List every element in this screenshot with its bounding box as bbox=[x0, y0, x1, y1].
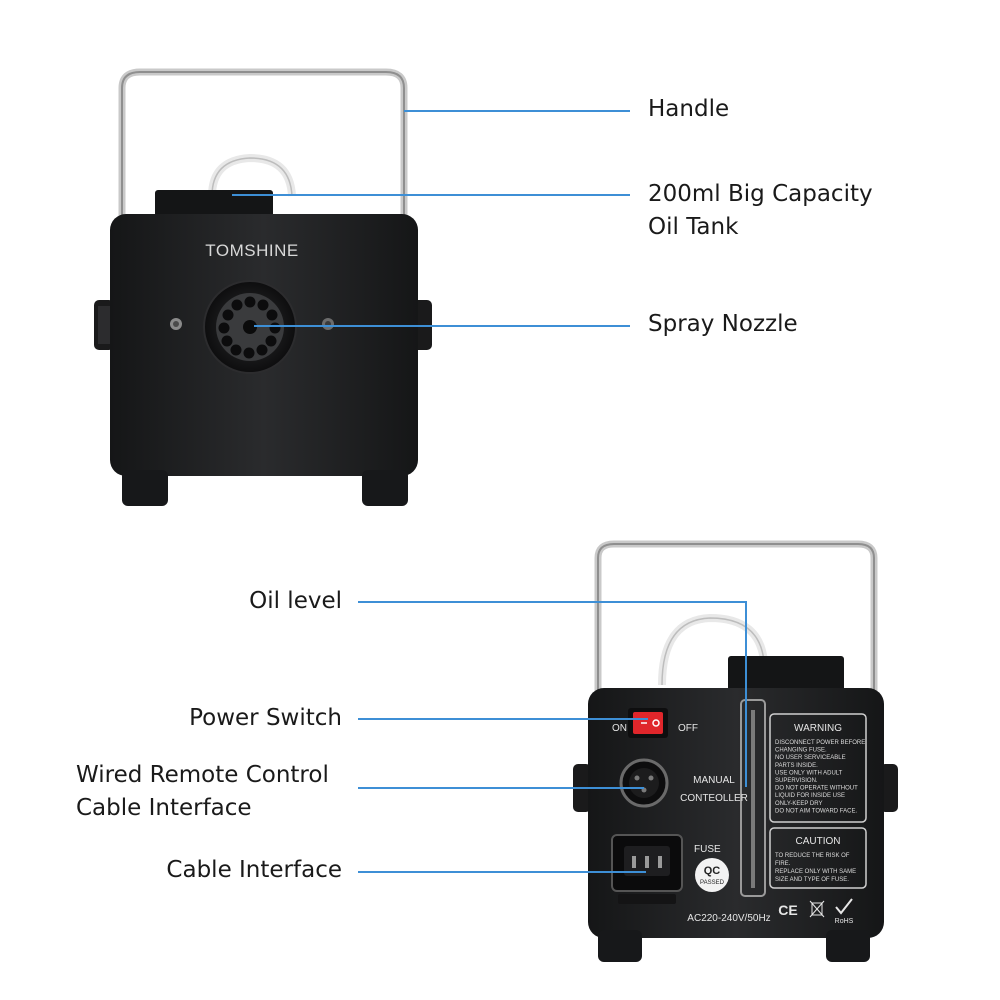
warning-text-line: NO USER SERVICEABLE bbox=[775, 755, 846, 761]
svg-text:RoHS: RoHS bbox=[835, 918, 854, 925]
brand-logo: TOMSHINE bbox=[205, 241, 298, 260]
power-inlet bbox=[611, 834, 683, 904]
caution-label: CAUTION TO REDUCE THE RISK OF FIRE. REPLAC… bbox=[769, 827, 867, 889]
callout-remote-line1: Wired Remote Control bbox=[76, 762, 329, 788]
front-handle bbox=[118, 68, 408, 220]
caution-text-line: REPLACE ONLY WITH SAME bbox=[775, 869, 856, 875]
warning-text-line: DO NOT OPERATE WITHOUT bbox=[775, 786, 858, 792]
warning-text-line: DISCONNECT POWER BEFORE bbox=[775, 740, 865, 746]
caution-text-line: FIRE. bbox=[775, 861, 791, 867]
callout-oil-tank-line2: Oil Tank bbox=[648, 214, 739, 240]
caution-text-line: SIZE AND TYPE OF FUSE. bbox=[775, 877, 849, 883]
svg-text:WARNING: WARNING bbox=[794, 723, 842, 734]
svg-text:AC220-240V/50Hz: AC220-240V/50Hz bbox=[687, 913, 770, 924]
warning-text-line: ONLY-KEEP DRY bbox=[775, 801, 822, 807]
weee-icon bbox=[809, 900, 825, 918]
callout-spray-nozzle: Spray Nozzle bbox=[648, 311, 798, 337]
warning-text-line: CHANGING FUSE. bbox=[775, 748, 827, 754]
back-right-knob bbox=[880, 764, 898, 812]
warning-label: WARNING DISCONNECT POWER BEFORE CHANGING … bbox=[769, 713, 867, 823]
front-oil-tank-cap bbox=[155, 190, 273, 218]
oil-level-window bbox=[740, 699, 766, 897]
back-handle bbox=[594, 540, 878, 700]
warning-text-line: SUPERVISION. bbox=[775, 778, 818, 784]
oil-tank-leader bbox=[232, 194, 630, 196]
svg-text:OFF: OFF bbox=[678, 723, 698, 734]
oil-level-leader-v bbox=[745, 601, 747, 787]
svg-text:MANUAL: MANUAL bbox=[693, 775, 735, 786]
warning-text-line: LIQUID FOR INSIDE USE bbox=[775, 793, 845, 799]
back-right-foot bbox=[826, 930, 870, 962]
warning-text-line: DO NOT AIM TOWARD FACE. bbox=[775, 808, 857, 814]
power-switch bbox=[628, 708, 668, 738]
remote-cable-socket bbox=[619, 758, 669, 808]
back-left-foot bbox=[598, 930, 642, 962]
callout-power-switch: Power Switch bbox=[189, 705, 342, 731]
callout-oil-tank-line1: 200ml Big Capacity bbox=[648, 181, 873, 207]
remote-leader bbox=[358, 787, 644, 789]
callout-oil-level: Oil level bbox=[249, 588, 342, 614]
callout-cable-interface: Cable Interface bbox=[166, 857, 342, 883]
back-oil-tank-cap bbox=[728, 656, 844, 694]
handle-leader bbox=[404, 110, 630, 112]
qc-passed-sticker bbox=[695, 858, 729, 892]
callout-handle: Handle bbox=[648, 96, 730, 122]
warning-text-line: PARTS INSIDE. bbox=[775, 763, 818, 769]
caution-text-line: TO REDUCE THE RISK OF bbox=[775, 853, 850, 859]
power-switch-leader bbox=[358, 718, 648, 720]
svg-text:CAUTION: CAUTION bbox=[796, 836, 841, 847]
cable-interface-leader bbox=[358, 871, 646, 873]
rohs-check-icon bbox=[835, 898, 853, 915]
ce-mark: CE bbox=[778, 902, 797, 918]
callout-remote-line2: Cable Interface bbox=[76, 795, 252, 821]
spray-nozzle-leader bbox=[254, 325, 630, 327]
svg-text:FUSE: FUSE bbox=[694, 844, 721, 855]
svg-text:ON: ON bbox=[612, 723, 627, 734]
svg-text:PASSED: PASSED bbox=[700, 880, 725, 886]
warning-text-line: USE ONLY WITH ADULT bbox=[775, 770, 843, 776]
spray-nozzle bbox=[203, 280, 297, 374]
svg-text:QC: QC bbox=[704, 865, 721, 877]
oil-level-leader-h bbox=[358, 601, 746, 603]
front-left-foot bbox=[122, 470, 168, 506]
front-right-foot bbox=[362, 470, 408, 506]
svg-text:CONTEOLLER: CONTEOLLER bbox=[680, 793, 748, 804]
